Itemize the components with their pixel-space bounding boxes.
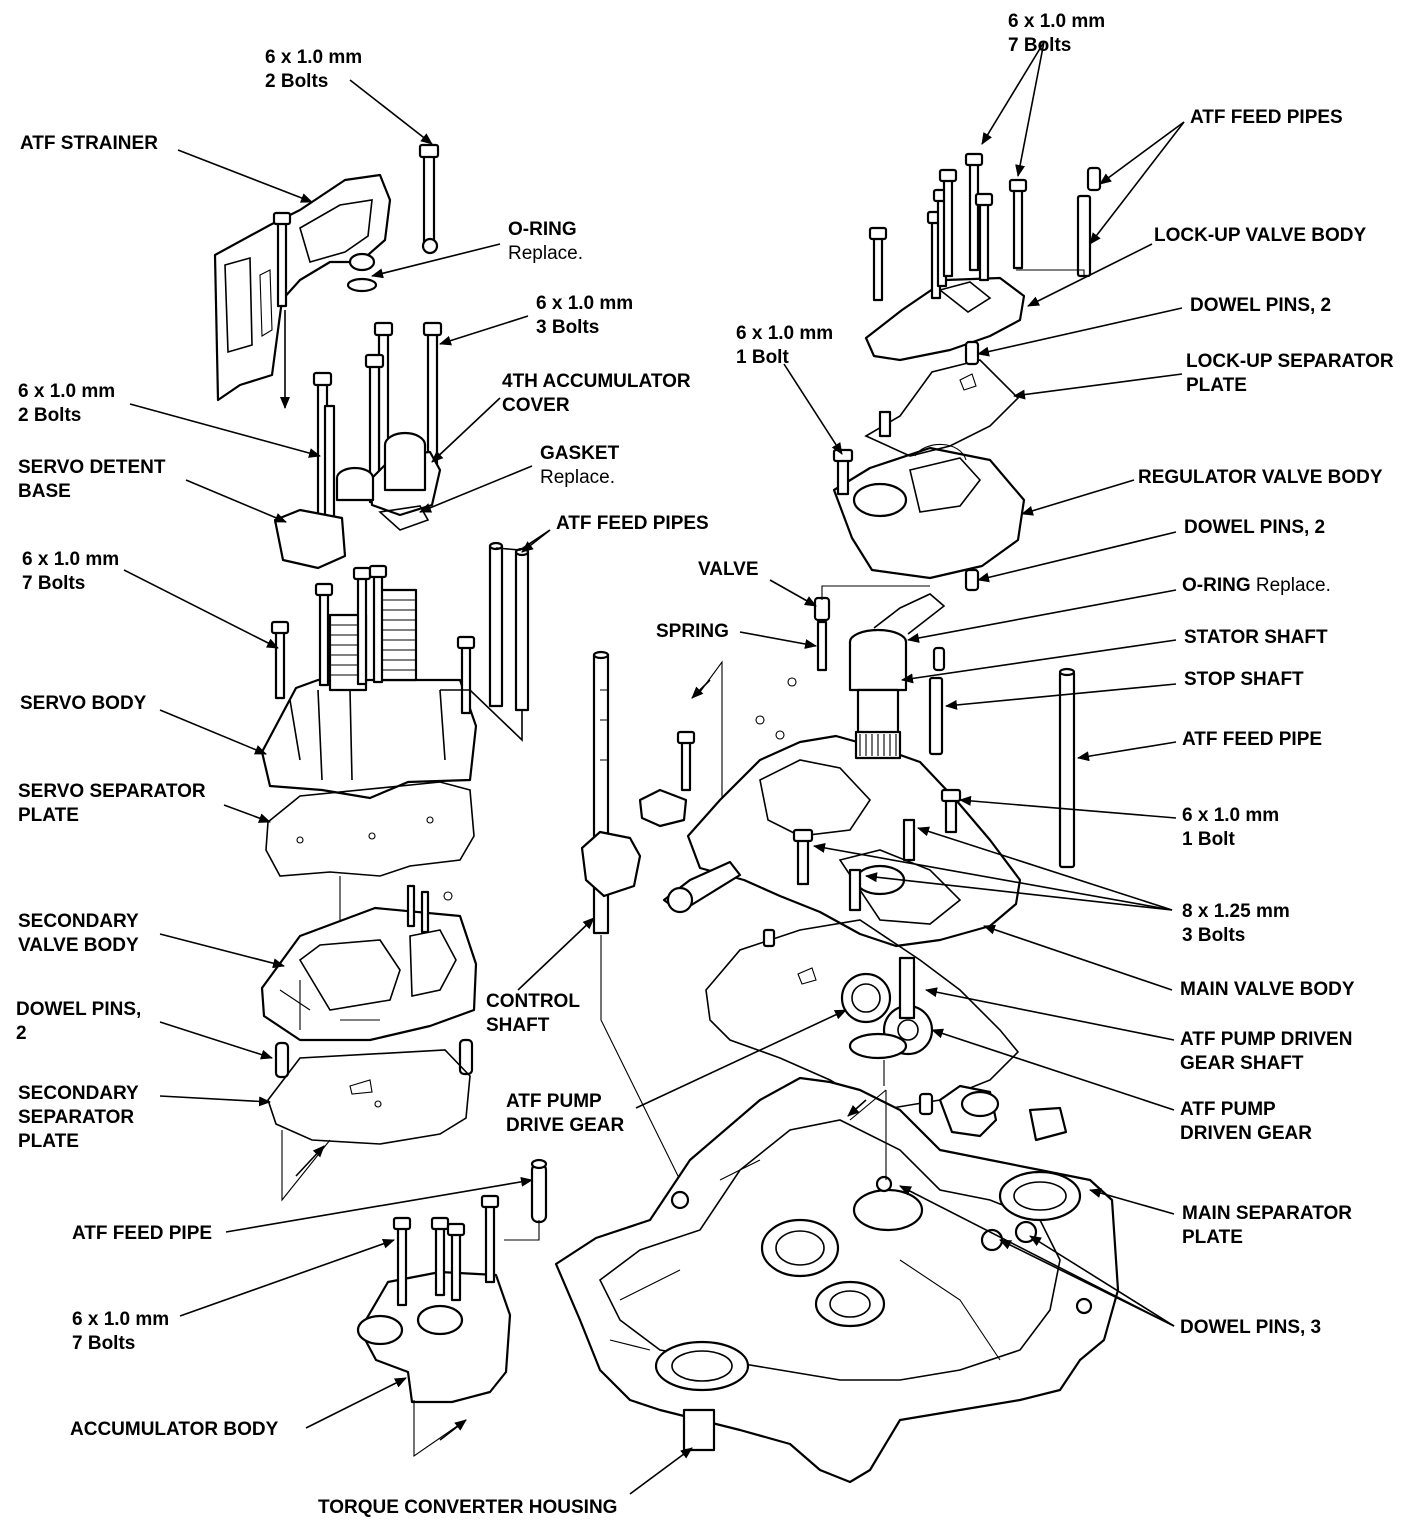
label-torque-converter-housing: TORQUE CONVERTER HOUSING: [318, 1497, 618, 1518]
label-atf-feed-pipe-bottom: ATF FEED PIPE: [72, 1223, 213, 1244]
label-dowel-pins-3: DOWEL PINS, 3: [1180, 1317, 1322, 1338]
accumulator-body-part: [356, 1158, 548, 1404]
servo-body-part: [260, 564, 478, 800]
stop-shaft-part: [928, 646, 946, 756]
atf-strainer-part: [213, 173, 392, 402]
label-main-valve-body: MAIN VALVE BODY: [1180, 979, 1355, 1000]
label-lockup-valve-body: LOCK-UP VALVE BODY: [1154, 225, 1367, 246]
leader-lines: [123, 41, 1185, 1495]
main-separator-plate-part: [705, 919, 1020, 1111]
regulator-valve-body-part: [832, 443, 1026, 592]
label-valve: VALVE: [698, 559, 759, 580]
label-stop-shaft: STOP SHAFT: [1184, 669, 1304, 690]
lockup-separator-plate-part: [864, 359, 1020, 457]
atf-feed-pipe-right-part: [1058, 667, 1076, 869]
label-servo-body: SERVO BODY: [20, 693, 147, 714]
secondary-separator-plate-part: [267, 1049, 471, 1145]
atf-feed-pipes-top-part: [1076, 166, 1102, 278]
servo-separator-plate-part: [265, 781, 475, 877]
label-dowel-pins-right: DOWEL PINS, 2: [1184, 517, 1326, 538]
atf-pump-gears-part: [840, 956, 934, 1060]
valve-spring-part: [813, 596, 831, 672]
label-stator-shaft: STATOR SHAFT: [1184, 627, 1328, 648]
label-atf-feed-pipe-right: ATF FEED PIPE: [1182, 729, 1323, 750]
atf-feed-pipes-mid-part: [488, 541, 530, 712]
dowel-pins-left-part: [274, 1038, 474, 1079]
label-atf-feed-pipes-mid: ATF FEED PIPES: [556, 513, 709, 534]
control-shaft-part: [580, 650, 642, 935]
label-oring-right: O-RING Replace.: [1182, 575, 1331, 596]
label-dowel-pins-top: DOWEL PINS, 2: [1190, 295, 1332, 316]
lockup-valve-body-part: [864, 152, 1028, 366]
secondary-valve-body-part: [260, 884, 478, 1042]
bolt-group-top-2: [272, 143, 440, 308]
label-dowel-pins-left: DOWEL PINS,2: [16, 999, 142, 1044]
torque-converter-housing-part: [554, 1076, 1120, 1484]
label-atf-feed-pipes-top: ATF FEED PIPES: [1190, 107, 1343, 128]
servo-detent-base-part: [273, 371, 347, 570]
label-accumulator-body: ACCUMULATOR BODY: [70, 1419, 279, 1440]
stator-shaft-part: [848, 593, 946, 760]
label-regulator-valve-body: REGULATOR VALVE BODY: [1138, 467, 1383, 488]
label-atf-strainer: ATF STRAINER: [20, 133, 158, 154]
accumulator-cover-4th-part: [335, 321, 443, 531]
label-spring: SPRING: [656, 621, 729, 642]
main-valve-body-part: [638, 677, 1022, 948]
